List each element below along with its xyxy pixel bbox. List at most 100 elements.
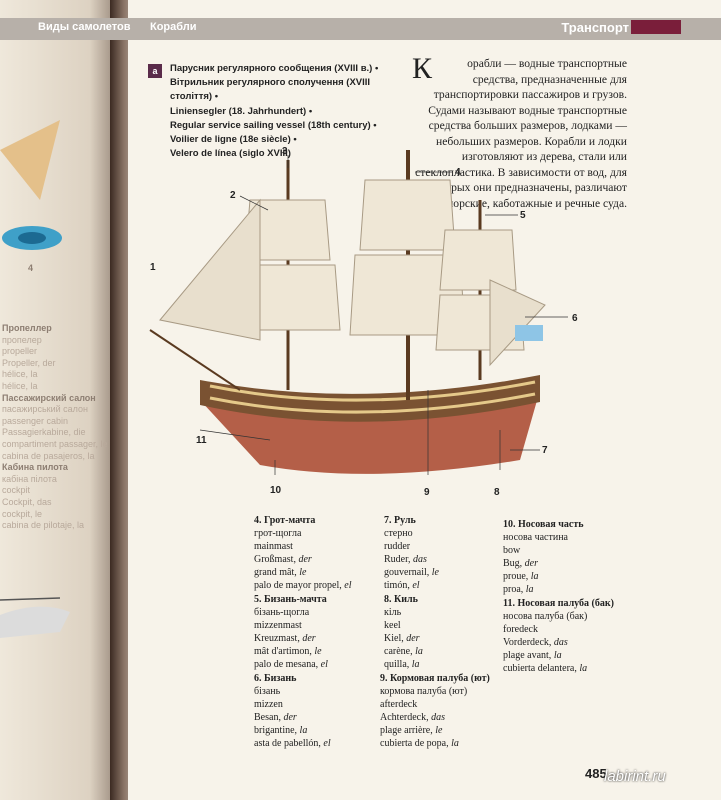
left-page-line: compartiment passager, le [2,439,108,449]
term-title: 10. Носовая часть [503,519,584,530]
item-badge: a [148,64,162,78]
term-title: 6. Бизань [254,673,297,684]
ship-name-line: Парусник регулярного сообщения (XVIII в.… [170,63,379,74]
sail-shape [359,179,456,251]
callout-2: 2 [230,190,236,201]
term-translation: palo de mayor propel, el [254,580,352,592]
term-title: 7. Руль [384,515,416,526]
left-page-line: Passagierkabine, die [2,427,86,438]
left-page-line: Propeller, der [2,357,56,368]
left-page-line: кабіна пілота [2,473,57,484]
left-page-line: hélice, la [2,369,38,380]
term-translation: gouvernail, le [384,567,439,579]
term-title: 9. Кормовая палуба (ют) [380,673,490,684]
propeller-hub-shape [18,232,46,244]
drop-cap: К [412,52,433,85]
left-page-line: passenger cabin [2,415,69,426]
callout-11: 11 [196,435,207,446]
term-translation: plage avant, la [503,650,562,662]
mizzen-sail-shape [489,279,546,367]
term-title: 11. Носовая палуба (бак) [503,598,614,609]
term-translation: quilla, la [384,659,420,671]
term-translation: mizzen [254,699,283,711]
left-page-line: cockpit [2,485,31,496]
left-page-line: cabina de pilotaje, la [2,520,85,531]
callout-4: 4 [455,167,461,178]
leader-line-11 [199,429,271,441]
left-page-line: cabina de pasajeros, la [2,450,95,461]
term-translation: carène, la [384,646,423,658]
term-translation: mât d'artimon, le [254,646,322,658]
term-translation: Großmast, der [254,554,312,566]
ship-name-line: Voilier de ligne (18e siècle) • [170,134,297,146]
left-page-line: hélice, la [2,381,38,391]
term-translation: foredeck [503,624,538,636]
term-title: 4. Грот-мачта [254,515,316,526]
left-page-line: пропелер [2,334,42,345]
term-translation: brigantine, la [254,725,308,737]
term-translation: cubierta delantera, la [503,663,588,675]
term-translation: грот-щогла [254,528,302,540]
term-translation: mizzenmast [254,620,302,632]
header-mid-tab: Корабли [150,21,197,33]
callout-7: 7 [542,445,548,456]
leader-line-2 [239,195,269,211]
ship-names: Парусник регулярного сообщения (XVIII в.… [170,62,410,161]
callout-3: 3 [282,146,288,157]
term-translation: Kreuzmast, der [254,633,316,645]
header-bar: Виды самолетов Корабли Транспорт [0,18,721,40]
left-page-line: propeller [2,346,38,357]
callout-10: 10 [270,485,282,496]
left-page-line: пасажирський салон [2,404,88,415]
term-translation: grand mât, le [254,567,307,579]
helicopter-rotor-shape [0,597,61,601]
callout-9: 9 [424,487,430,498]
term-translation: Besan, der [254,712,297,724]
callout-8: 8 [494,487,500,498]
hull-stripe-shape [209,392,536,414]
helicopter-shape [0,606,70,638]
description-body: орабли — водные транспортные средства, п… [415,57,627,210]
term-translation: palo de mesana, el [254,659,328,671]
ship-illustration [149,150,568,475]
watermark: labirint.ru [604,768,666,785]
callout-6: 6 [572,313,578,324]
left-page-line: Кабина пилота [2,462,68,473]
term-translation: бізань-щогла [254,607,310,619]
left-page-line: Cockpit, das [2,497,52,507]
term-translation: кіль [384,607,402,619]
bowsprit-shape [149,329,241,391]
section-color-tab [631,20,681,34]
term-translation: proa, la [503,584,534,596]
term-translation: Vorderdeck, das [503,637,568,649]
left-page-line: cockpit, le [2,508,43,519]
sail-shape [439,229,517,291]
term-translation: asta de pabellón, el [254,738,331,750]
ship-name-line: Liniensegler (18. Jahrhundert) • [170,105,313,117]
term-translation: plage arrière, le [380,725,443,737]
term-title: 5. Бизань-мачта [254,594,327,605]
term-translation: Bug, der [503,558,539,570]
term-translation: rudder [384,541,411,553]
ship-name-line: Velero de línea (siglo XVIII) [170,148,291,160]
term-translation: кормова палуба (ют) [380,686,468,698]
term-translation: keel [384,620,401,632]
term-translation: носова палуба (бак) [503,611,588,623]
term-translation: бізань [254,686,281,698]
term-translation: afterdeck [380,699,418,711]
left-page-line: Пассажирский салон [2,392,96,403]
ensign-flag-shape [515,325,543,341]
plane-wing-shape [0,120,60,200]
left-item-number: 4 [28,263,34,273]
ship-name-line: Вітрильник регулярного сполучення (XVIII… [170,77,371,103]
term-translation: mainmast [254,541,293,553]
term-translation: proue, la [503,571,539,583]
term-translation: Kiel, der [384,633,420,645]
term-9: 9. Кормовая палуба (ют) кормова палуба (ю… [380,672,490,751]
